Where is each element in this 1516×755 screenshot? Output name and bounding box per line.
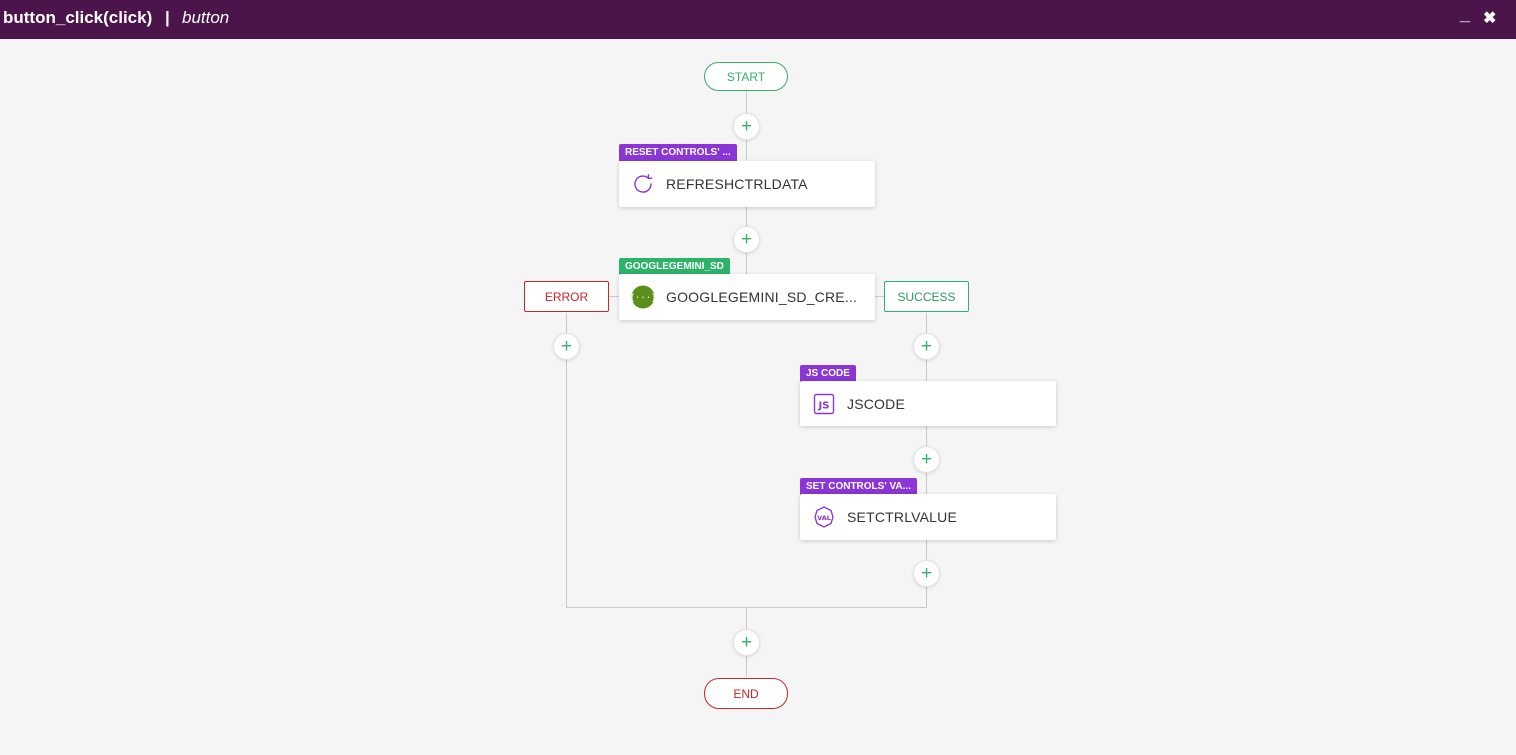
svg-text:JS: JS bbox=[818, 401, 830, 412]
flow-node-googlegemini[interactable]: {···} GOOGLEGEMINI_SD_CRE... bbox=[619, 274, 875, 320]
flow-node-refreshctrldata[interactable]: REFRESHCTRLDATA bbox=[619, 161, 875, 207]
window-subtitle: button bbox=[182, 8, 230, 27]
add-step-button[interactable]: + bbox=[913, 446, 940, 473]
window-title: button_click(click) bbox=[3, 8, 153, 27]
node-type-tag: JS CODE bbox=[800, 365, 856, 382]
flow-node-setctrlvalue[interactable]: VAL SETCTRLVALUE bbox=[800, 494, 1056, 540]
add-step-button[interactable]: + bbox=[913, 560, 940, 587]
title-separator: | bbox=[165, 8, 170, 27]
minimize-button[interactable]: _ bbox=[1460, 4, 1471, 24]
node-label: SETCTRLVALUE bbox=[847, 509, 958, 525]
node-type-tag: SET CONTROLS' VA... bbox=[800, 478, 917, 495]
add-step-button[interactable]: + bbox=[913, 333, 940, 360]
add-step-button[interactable]: + bbox=[733, 226, 760, 253]
error-branch[interactable]: ERROR bbox=[524, 281, 609, 312]
close-button[interactable]: ✖ bbox=[1483, 10, 1497, 27]
start-node[interactable]: START bbox=[704, 62, 788, 91]
val-icon: VAL bbox=[814, 506, 834, 528]
window-titlebar: button_click(click) | button _ ✖ bbox=[0, 0, 1516, 39]
refresh-icon bbox=[634, 174, 653, 193]
flow-node-jscode[interactable]: JS JSCODE bbox=[800, 381, 1056, 426]
node-type-tag: GOOGLEGEMINI_SD bbox=[619, 258, 730, 275]
node-label: REFRESHCTRLDATA bbox=[666, 176, 808, 192]
node-label: GOOGLEGEMINI_SD_CRE... bbox=[666, 289, 858, 305]
api-icon: {···} bbox=[631, 285, 655, 309]
add-step-button[interactable]: + bbox=[733, 629, 760, 656]
js-icon: JS bbox=[813, 393, 835, 415]
end-node[interactable]: END bbox=[704, 678, 788, 709]
svg-text:VAL: VAL bbox=[817, 514, 831, 522]
add-step-button[interactable]: + bbox=[553, 333, 580, 360]
node-type-tag: RESET CONTROLS' ... bbox=[619, 144, 737, 161]
node-label: JSCODE bbox=[847, 396, 905, 412]
svg-text:{···}: {···} bbox=[631, 294, 655, 304]
success-branch[interactable]: SUCCESS bbox=[884, 281, 969, 312]
add-step-button[interactable]: + bbox=[733, 113, 760, 140]
